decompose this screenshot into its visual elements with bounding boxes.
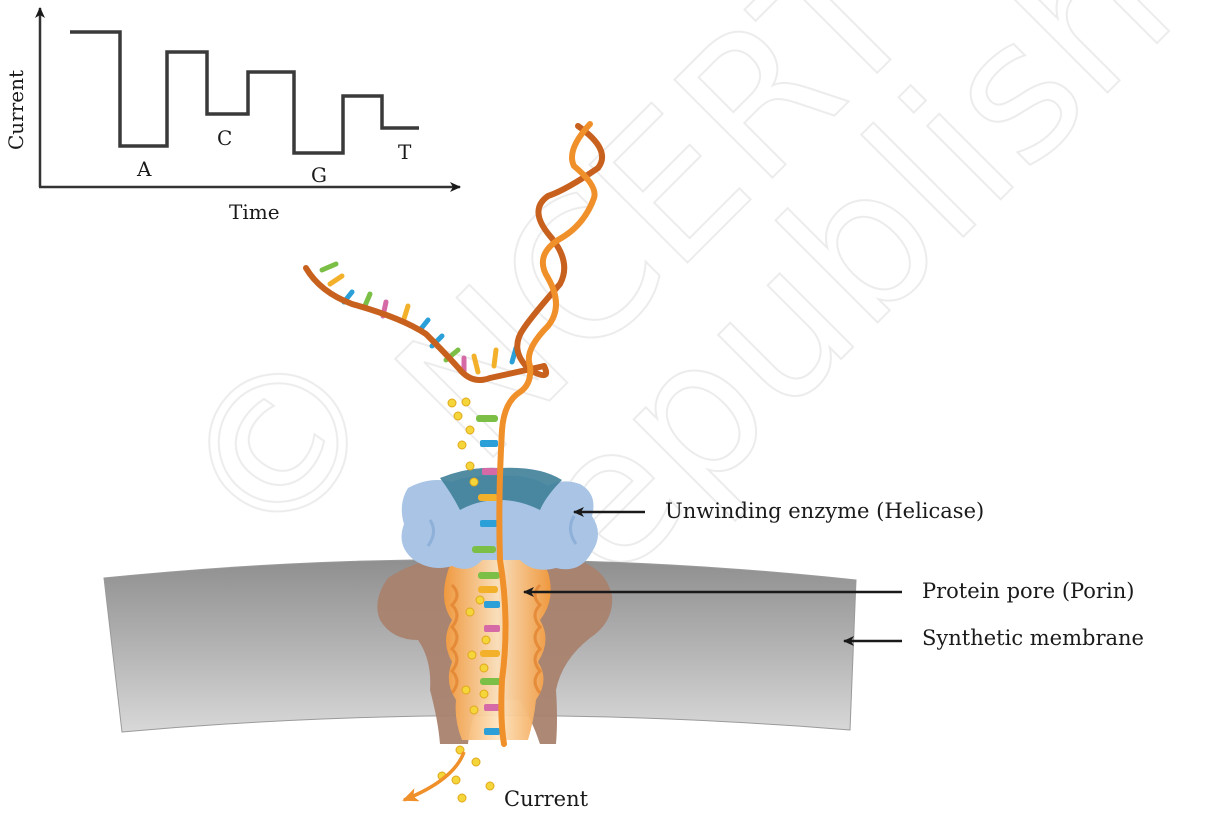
- ion: [469, 705, 479, 715]
- ion: [485, 781, 495, 791]
- helicase-label: Unwinding enzyme (Helicase): [665, 499, 984, 523]
- membrane-label: Synthetic membrane: [922, 626, 1144, 650]
- nucleotide-blue: [480, 520, 498, 527]
- nucleotide-blue: [480, 440, 498, 447]
- y-axis-label: Current: [4, 70, 28, 150]
- ion: [451, 775, 461, 785]
- ion: [457, 793, 467, 803]
- nucleotide-green: [478, 572, 500, 579]
- current-flow-arrow: [402, 751, 466, 802]
- protein-pore: [377, 551, 613, 744]
- ion: [475, 595, 485, 605]
- ion: [479, 689, 489, 699]
- nucleotide-pink: [482, 468, 498, 475]
- base-label-a: A: [136, 157, 152, 181]
- helix-strand-light: [496, 121, 598, 747]
- current-trace: [70, 30, 419, 155]
- nucleotide-green: [476, 415, 498, 422]
- ion: [465, 461, 475, 471]
- ions: [437, 397, 495, 803]
- nucleotide-pink: [484, 625, 500, 632]
- nucleotide-blue: [484, 601, 500, 608]
- ion: [461, 397, 471, 407]
- ion: [481, 635, 491, 645]
- ion: [471, 757, 481, 767]
- ion: [469, 477, 479, 487]
- current-label: Current: [504, 787, 589, 811]
- ion: [453, 411, 463, 421]
- separated-strand-backbone: [303, 265, 547, 383]
- porin-label: Protein pore (Porin): [922, 579, 1134, 603]
- nucleotide-blue: [484, 728, 500, 735]
- ion: [447, 398, 457, 408]
- ion: [465, 425, 475, 435]
- base-label-t: T: [398, 140, 412, 164]
- ion: [467, 650, 477, 660]
- dna-double-helix: [496, 121, 605, 747]
- nucleotide-yellow: [480, 650, 500, 657]
- nucleotide-pink: [484, 704, 500, 711]
- base-label-c: C: [217, 126, 232, 150]
- nucleotide-green: [480, 678, 502, 685]
- nucleotide-yellow: [478, 494, 498, 501]
- current-time-graph: Current Time A C G T: [4, 7, 461, 224]
- ion: [455, 745, 465, 755]
- ion: [465, 607, 475, 617]
- pore-nucleotides: [472, 415, 502, 735]
- nucleotide-green: [472, 546, 496, 553]
- nucleotide-yellow: [478, 586, 498, 593]
- x-axis-label: Time: [229, 200, 280, 224]
- ion: [457, 440, 467, 450]
- base-label-g: G: [311, 163, 327, 187]
- ion: [461, 685, 471, 695]
- ion: [479, 663, 489, 673]
- helix-strand-dark: [514, 123, 605, 379]
